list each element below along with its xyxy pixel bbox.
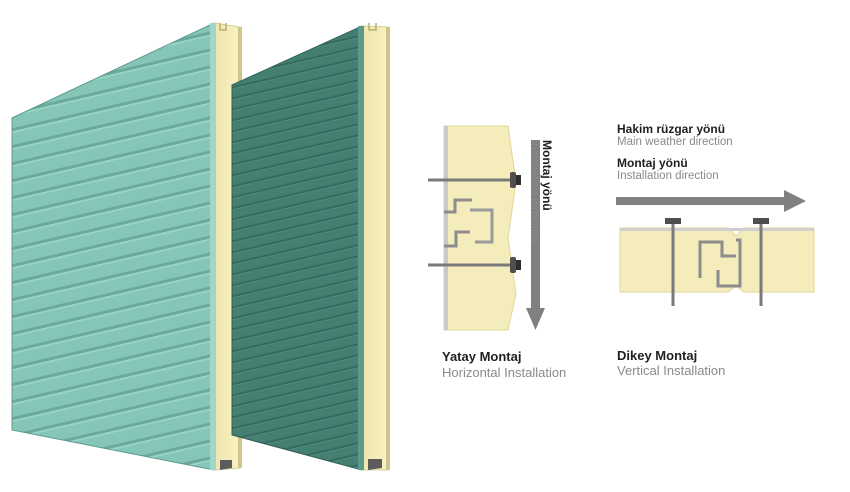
horizontal-title-en: Horizontal Installation xyxy=(442,365,567,380)
horizontal-section xyxy=(428,125,545,331)
horizontal-title-tr: Yatay Montaj xyxy=(442,349,522,364)
vertical-direction-en: Installation direction xyxy=(617,170,719,182)
down-arrow-icon xyxy=(526,140,545,330)
screw-icon xyxy=(665,218,681,306)
wind-direction-en: Main weather direction xyxy=(617,136,733,148)
right-arrow-icon xyxy=(616,190,806,212)
vertical-section xyxy=(616,190,815,306)
horizontal-direction-en: Installation direction xyxy=(528,140,540,242)
dark-panel xyxy=(231,23,390,471)
vertical-direction-tr: Montaj yönü xyxy=(617,156,688,170)
vertical-title-tr: Dikey Montaj xyxy=(617,348,698,363)
horizontal-direction-tr: Montaj yönü xyxy=(540,140,554,211)
vertical-title-en: Vertical Installation xyxy=(617,363,726,378)
light-panel xyxy=(11,22,242,471)
screw-icon xyxy=(428,172,521,188)
wind-direction-tr: Hakim rüzgar yönü xyxy=(617,122,726,136)
horizontal-direction-label: Montaj yönü Installation direction xyxy=(528,140,554,242)
screw-icon xyxy=(428,257,521,273)
screw-icon xyxy=(753,218,769,306)
joint-icon xyxy=(698,238,742,288)
